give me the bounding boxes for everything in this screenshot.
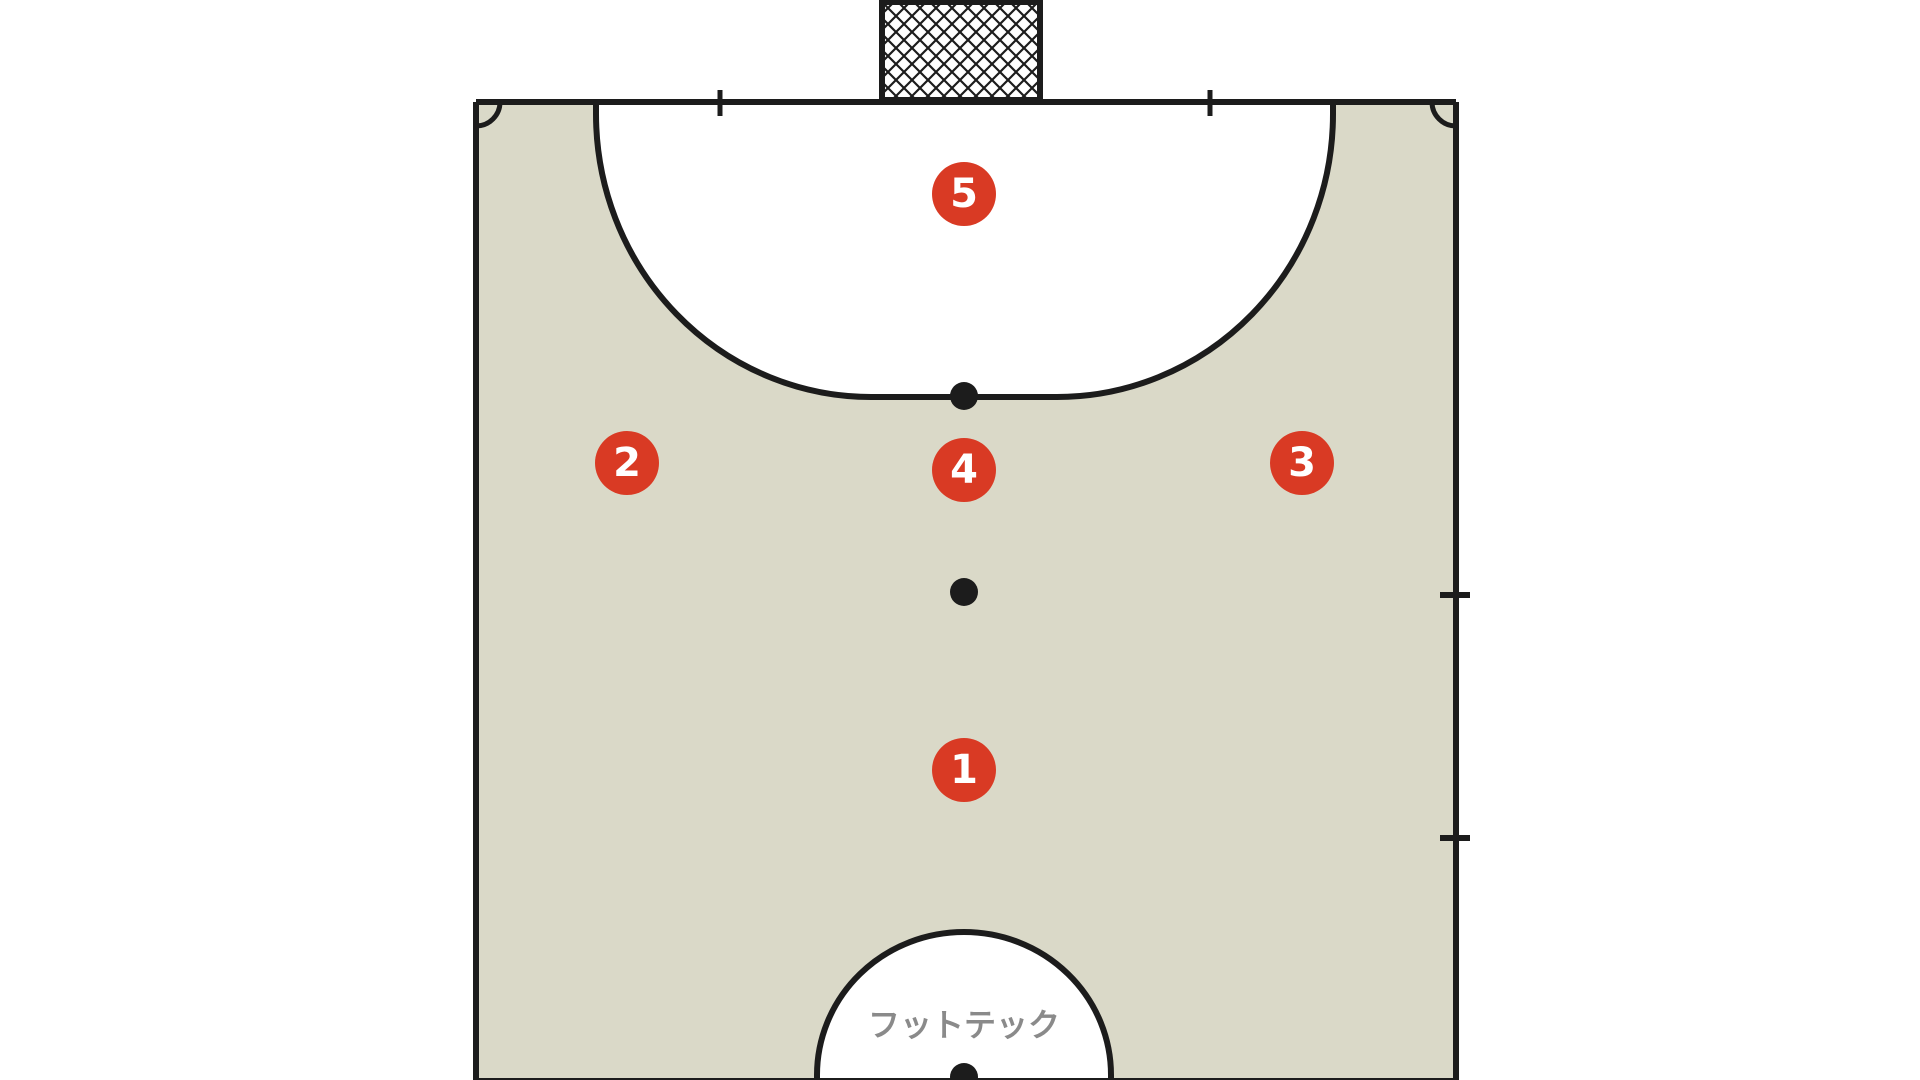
corner-arc-left [475,101,503,129]
player-marker-3: 3 [1270,431,1334,495]
penalty-mark [950,382,978,410]
center-circle [814,929,1114,1080]
watermark: フットテック [868,1006,1060,1044]
goal-net [879,0,1043,103]
second-penalty-mark [950,578,978,606]
marker-label: 2 [613,440,641,486]
penalty-area [593,102,1336,400]
marker-label: 5 [950,171,978,217]
corner-arc-right [1429,101,1457,129]
center-spot [950,1063,978,1080]
marker-label: 4 [950,447,978,493]
player-marker-1: 1 [932,738,996,802]
marker-circle [932,738,996,802]
marker-label: 1 [950,747,978,793]
marker-label: 3 [1288,440,1316,486]
marker-circle [932,162,996,226]
marker-circle [1270,431,1334,495]
player-marker-4: 4 [932,438,996,502]
marker-circle [595,431,659,495]
player-marker-5: 5 [932,162,996,226]
marker-circle [932,438,996,502]
player-marker-2: 2 [595,431,659,495]
